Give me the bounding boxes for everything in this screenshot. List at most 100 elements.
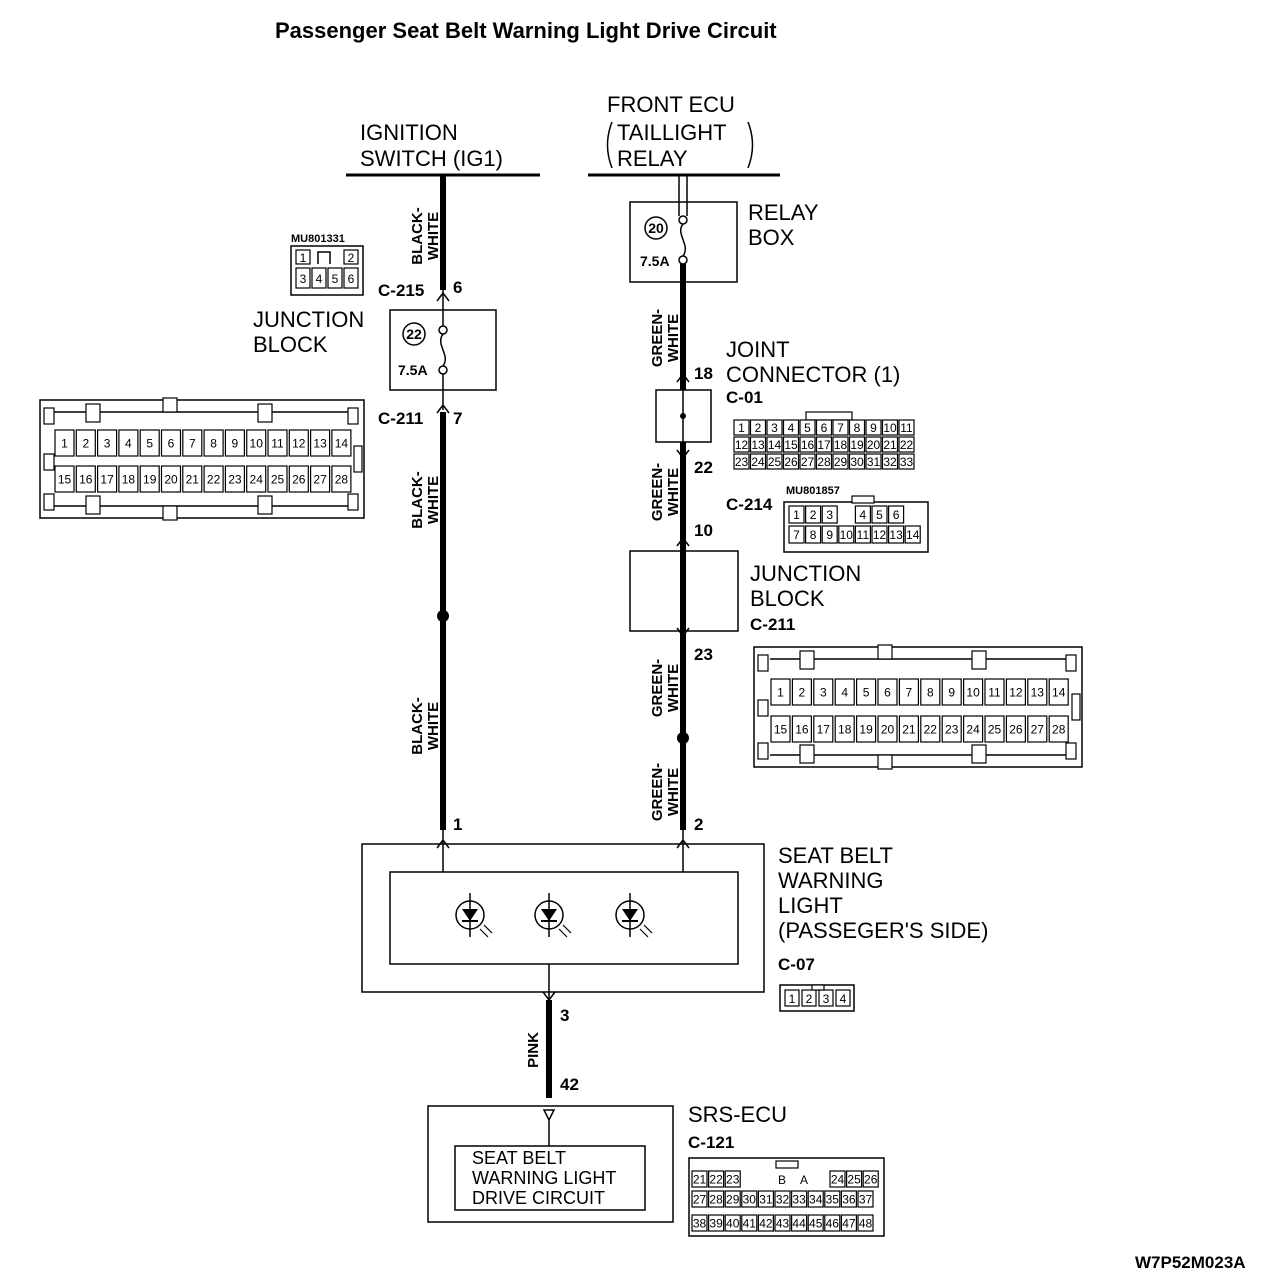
pin-cell [838,525,855,544]
pin-cell [871,505,888,524]
splice-point-right [677,732,689,744]
pin-cell [804,525,822,544]
pin-number: 13 [751,438,765,452]
pin-number: 20 [164,473,178,487]
pin-number: 34 [809,1193,823,1207]
pin-number: 1 [777,686,784,700]
pin-number: 11 [271,437,284,451]
diagram-title: Passenger Seat Belt Warning Light Drive … [275,18,777,43]
svg-text:MU801331: MU801331 [291,233,345,245]
pin-cell [898,715,920,743]
srs-ecu: SEAT BELT WARNING LIGHT DRIVE CIRCUIT SR… [427,1102,787,1223]
pin-cell [749,419,767,436]
pin-number: 22 [900,438,914,452]
pin-cell [799,453,816,470]
svg-text:LIGHT: LIGHT [778,893,843,918]
pin-number: 7 [189,437,196,451]
pin-number: 14 [1052,686,1066,700]
pin-number: 20 [881,723,895,737]
svg-text:22: 22 [406,326,422,342]
pin-cell [832,419,849,436]
pin-number: 35 [826,1193,840,1207]
pin-number: 12 [873,528,887,542]
pin-number: 22 [924,723,938,737]
pin-number: 7 [793,528,800,542]
pin-number: 32 [883,455,897,469]
pin-cell [871,525,888,544]
svg-text:RELAY: RELAY [617,146,688,171]
pin-cell [881,419,899,436]
pin-number: 11 [900,421,913,435]
pin-number: 12 [1009,686,1023,700]
pin-cell [1027,678,1048,706]
pin-cell [813,678,834,706]
svg-text:SEAT BELT: SEAT BELT [778,843,893,868]
pin-cell [766,436,783,453]
pin-cell [1048,715,1069,743]
pin-number: 42 [759,1217,773,1231]
pin-c01-in: 18 [694,364,713,383]
relay-fuse-number-badge [644,216,668,240]
svg-text:5: 5 [332,272,339,286]
wire-label-green-white-3: GREEN- WHITE [649,659,682,717]
pin-cell [941,678,962,706]
pin-number: 17 [817,723,831,737]
pin-number: 2 [810,508,817,522]
pin-number: 1 [61,437,68,451]
pin-cell [821,505,838,524]
pin-c211-left: 7 [453,409,462,428]
pin-number: 43 [776,1217,790,1231]
pin-cell [766,419,783,436]
svg-text:FRONT ECU: FRONT ECU [607,92,735,117]
pin-cell [757,1214,775,1232]
pin-cell [898,419,915,436]
svg-text:JUNCTION: JUNCTION [253,307,364,332]
pin-number: 22 [207,473,221,487]
pin-number: 9 [232,437,239,451]
pin-cell [854,525,872,544]
pin-cell [749,453,767,470]
pin-cell [203,429,224,457]
pin-cell [962,678,984,706]
svg-text:GREEN-: GREEN- [649,659,666,717]
pin-cell [139,429,160,457]
pin-cell [770,715,791,743]
svg-text:GREEN-: GREEN- [649,463,666,521]
pin-number: 24 [966,723,980,737]
junction-block-top: JUNCTION BLOCK 22 7.5A [253,290,497,414]
pin-number: 3 [771,421,778,435]
svg-text:BLOCK: BLOCK [750,586,825,611]
pin-cell [741,1214,758,1232]
pin-cell [984,678,1005,706]
pin-number: 27 [801,455,815,469]
svg-text:WHITE: WHITE [425,212,442,260]
connector-mu801331: MU801331 1 2 3 4 5 6 [290,233,364,296]
pin-cell [845,1170,863,1188]
pin-number: 33 [792,1193,806,1207]
pin-cell [1048,678,1069,706]
pin-cell [733,419,750,436]
led-icon [455,893,493,938]
pin-cell [733,436,750,453]
pin-cell [799,419,816,436]
wire-label-black-white-3: BLACK- WHITE [409,697,442,755]
pin-cell [96,465,118,493]
pin-cell [887,505,905,524]
pin-cell [832,453,849,470]
pin-number: 4 [125,437,132,451]
led-group [455,893,653,938]
pin-number: 9 [948,686,955,700]
pin-cell [881,436,899,453]
svg-text:RELAY: RELAY [748,200,819,225]
wire-label-black-white-1: BLACK- WHITE [409,207,442,265]
svg-text:WARNING: WARNING [778,868,884,893]
pin-cell [724,1170,741,1188]
svg-text:DRIVE CIRCUIT: DRIVE CIRCUIT [472,1188,605,1208]
pin-number: 8 [210,437,217,451]
pin-cell [75,429,96,457]
pin-cell [267,429,288,457]
svg-text:TAILLIGHT: TAILLIGHT [617,120,727,145]
pin-number: 10 [840,528,854,542]
pin-cell [904,525,921,544]
